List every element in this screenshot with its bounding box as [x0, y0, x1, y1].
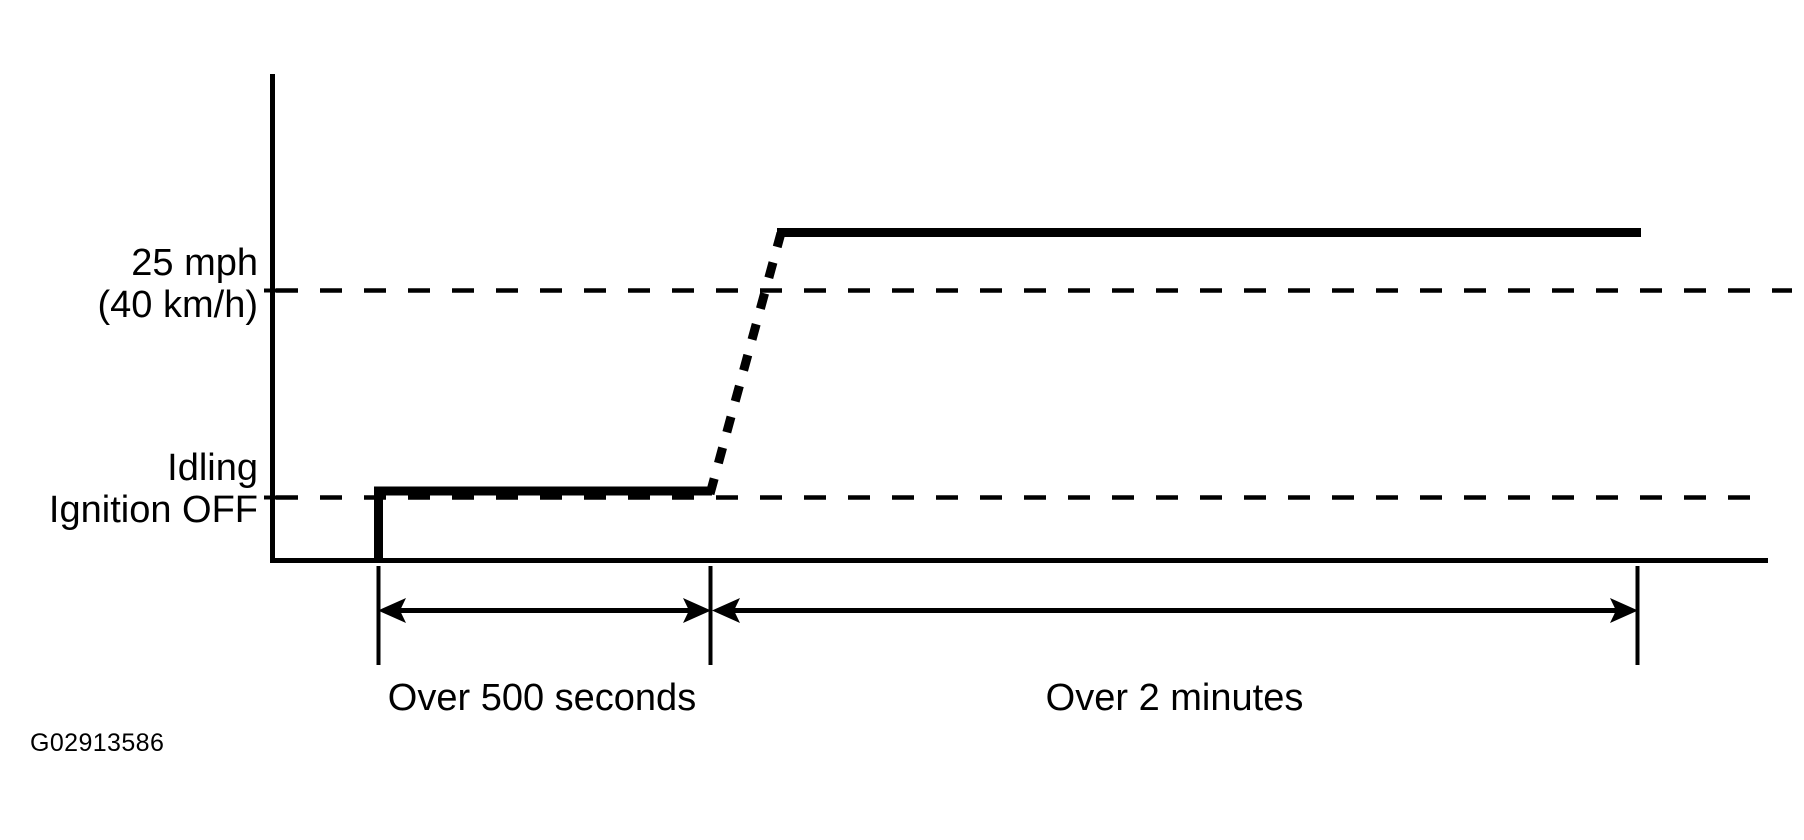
trace-idle-segment: [374, 486, 712, 561]
dimension-annotations-group: [376, 566, 1640, 665]
arrow-head-phase-1-right: [683, 598, 711, 623]
y-label-idling: Idling: [167, 447, 258, 489]
caption-phase-2-duration: Over 2 minutes: [1045, 677, 1304, 719]
trace-acceleration-ramp: [705, 231, 786, 496]
arrow-head-phase-1-left: [378, 598, 406, 623]
y-label-speed-threshold-kmh: (40 km/h): [97, 284, 258, 326]
axes-group: [270, 74, 1768, 563]
speed-trace-group: [374, 228, 1641, 561]
y-label-speed-threshold-mph: 25 mph: [131, 242, 258, 284]
figure-id-code: G02913586: [30, 729, 165, 757]
arrow-head-phase-2-left: [712, 598, 740, 623]
arrow-head-phase-2-right: [1610, 598, 1638, 623]
y-axis-ticks: [264, 288, 288, 500]
y-label-ignition-off: Ignition OFF: [48, 489, 258, 531]
reference-levels-group: [276, 288, 1792, 500]
caption-phase-1-duration: Over 500 seconds: [387, 677, 697, 719]
